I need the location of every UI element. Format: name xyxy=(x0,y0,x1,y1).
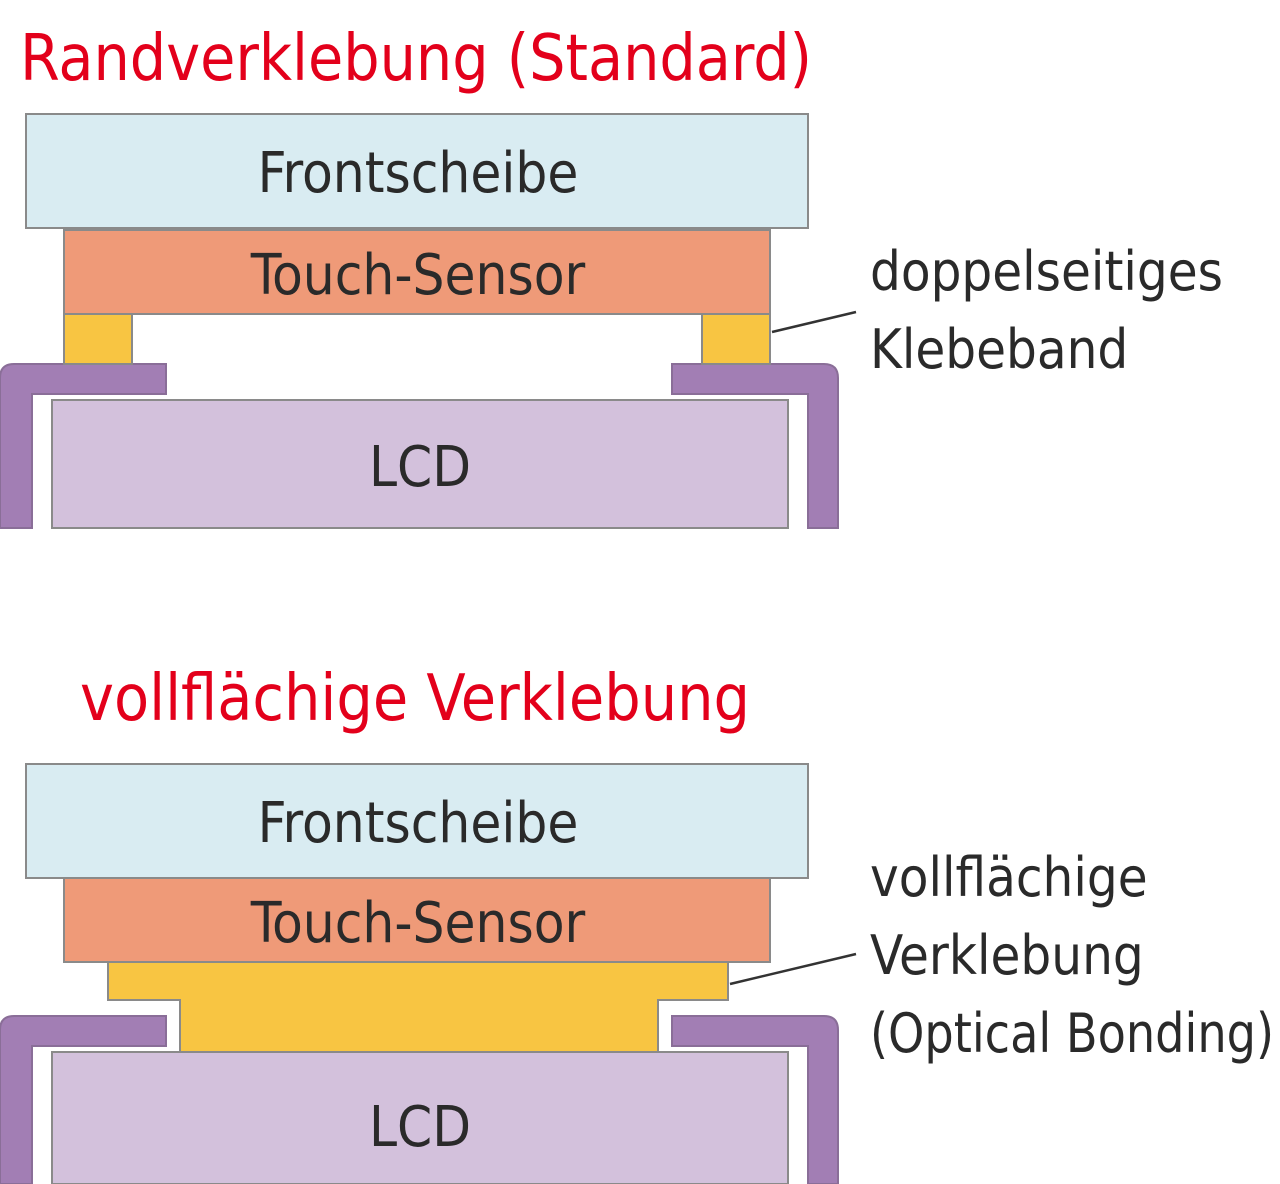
bonding-annotation-line-2: Verklebung xyxy=(870,924,1144,987)
standard-annotation-line-2: Klebeband xyxy=(870,318,1128,381)
standard-tape-right xyxy=(701,313,771,365)
bonding-frontscheibe-label: Frontscheibe xyxy=(258,791,579,856)
standard-tape-left xyxy=(63,313,133,365)
bonding-touch-sensor-label: Touch-Sensor xyxy=(250,891,586,956)
bonding-adhesive xyxy=(107,961,729,1053)
standard-frontscheibe xyxy=(25,113,809,229)
standard-touch-sensor xyxy=(63,229,771,315)
standard-frontscheibe-label: Frontscheibe xyxy=(258,141,579,206)
standard-diagram: Randverklebung (Standard) LCD Touch-Sens… xyxy=(0,22,1223,529)
bonding-annotation-line-1: vollflächige xyxy=(870,846,1148,909)
standard-lcd xyxy=(51,399,789,529)
standard-title: Randverklebung (Standard) xyxy=(20,22,812,96)
bonding-annotation-line-3: (Optical Bonding) xyxy=(870,1002,1274,1065)
standard-frame-right xyxy=(671,363,839,529)
bonding-annotation-leader xyxy=(729,952,857,986)
bonding-frontscheibe xyxy=(25,763,809,879)
bonding-lcd xyxy=(51,1051,789,1184)
standard-touch-sensor-label: Touch-Sensor xyxy=(250,243,586,308)
standard-frame-left xyxy=(0,363,167,529)
bonding-title: vollflächige Verklebung xyxy=(80,662,750,736)
bonding-frame-right xyxy=(671,1015,839,1184)
bonding-frame-left xyxy=(0,1015,167,1184)
bonding-lcd-label: LCD xyxy=(369,1095,471,1160)
bonding-diagram: vollflächige Verklebung LCD Touch-Sensor… xyxy=(0,662,1274,1184)
standard-lcd-label: LCD xyxy=(369,435,471,500)
standard-annotation-leader xyxy=(771,310,857,334)
standard-annotation-line-1: doppelseitiges xyxy=(870,240,1223,303)
